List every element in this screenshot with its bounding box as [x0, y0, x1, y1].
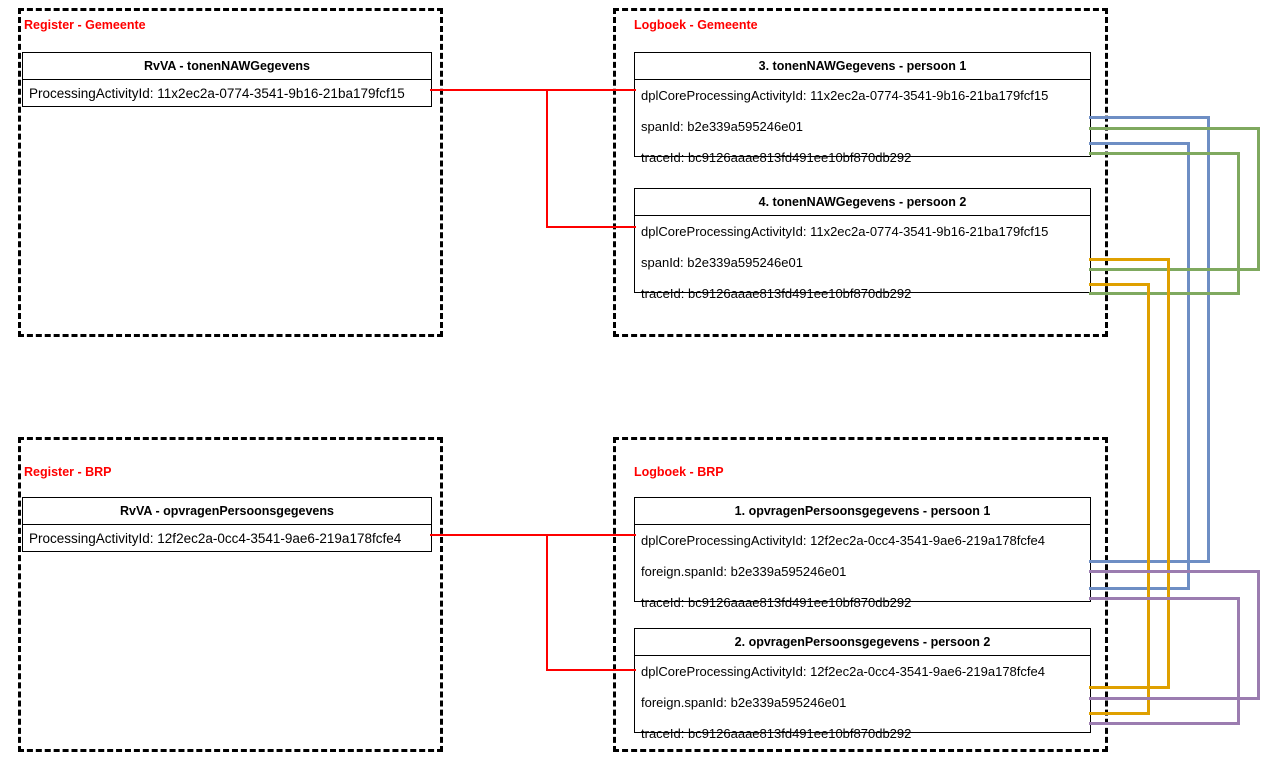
card-body: dplCoreProcessingActivityId: 12f2ec2a-0c… [635, 656, 1090, 749]
card-log-brp-persoon-2[interactable]: 2. opvragenPersoonsgegevens - persoon 2 … [634, 628, 1091, 741]
connector-red-brp-h1 [430, 534, 548, 536]
card-row-foreign-span-id: foreign.spanId: b2e339a595246e01 [641, 564, 847, 579]
connector-green-inner-top [1089, 152, 1240, 155]
zone-label-logboek-brp: Logboek - BRP [634, 465, 724, 479]
card-body: ProcessingActivityId: 12f2ec2a-0cc4-3541… [23, 525, 431, 553]
zone-label-register-brp: Register - BRP [24, 465, 112, 479]
connector-blue-outer-vertical [1207, 116, 1210, 562]
card-row-processing-activity-id: dplCoreProcessingActivityId: 12f2ec2a-0c… [641, 664, 1045, 679]
connector-green-inner-vertical [1237, 152, 1240, 294]
card-title: RvVA - opvragenPersoonsgegevens [23, 498, 431, 525]
card-title: 1. opvragenPersoonsgegevens - persoon 1 [635, 498, 1090, 525]
connector-red-gemeente-h2 [546, 89, 636, 91]
card-row-foreign-span-id: foreign.spanId: b2e339a595246e01 [641, 695, 847, 710]
card-title: RvVA - tonenNAWGegevens [23, 53, 431, 80]
connector-red-gemeente-h1 [430, 89, 548, 91]
card-rvva-gemeente[interactable]: RvVA - tonenNAWGegevens ProcessingActivi… [22, 52, 432, 107]
card-row-processing-activity-id: dplCoreProcessingActivityId: 11x2ec2a-07… [641, 224, 1049, 239]
zone-label-logboek-gemeente: Logboek - Gemeente [634, 18, 758, 32]
card-row-processing-activity-id: dplCoreProcessingActivityId: 11x2ec2a-07… [641, 88, 1049, 103]
connector-orange-inner-vertical [1147, 283, 1150, 714]
connector-orange-outer-vertical [1167, 258, 1170, 688]
card-rvva-brp[interactable]: RvVA - opvragenPersoonsgegevens Processi… [22, 497, 432, 552]
zone-register-gemeente [18, 8, 443, 337]
connector-red-brp-v [546, 534, 548, 670]
card-row-trace-id: traceId: bc9126aaae813fd491ee10bf870db29… [641, 150, 912, 165]
connector-red-brp-h3 [546, 669, 636, 671]
card-row-span-id: spanId: b2e339a595246e01 [641, 119, 803, 134]
connector-blue-inner-vertical [1187, 142, 1190, 589]
connector-orange-inner-bottom [1089, 712, 1150, 715]
card-row-trace-id: traceId: bc9126aaae813fd491ee10bf870db29… [641, 595, 912, 610]
card-row-trace-id: traceId: bc9126aaae813fd491ee10bf870db29… [641, 726, 912, 741]
card-title: 3. tonenNAWGegevens - persoon 1 [635, 53, 1090, 80]
card-log-brp-persoon-1[interactable]: 1. opvragenPersoonsgegevens - persoon 1 … [634, 497, 1091, 610]
card-title: 2. opvragenPersoonsgegevens - persoon 2 [635, 629, 1090, 656]
card-row-trace-id: traceId: bc9126aaae813fd491ee10bf870db29… [641, 286, 912, 301]
connector-orange-outer-top [1089, 258, 1170, 261]
card-body: dplCoreProcessingActivityId: 11x2ec2a-07… [635, 216, 1090, 309]
connector-blue-outer-top [1089, 116, 1210, 119]
connector-red-gemeente-h3 [546, 226, 636, 228]
connector-green-inner-bottom [1089, 292, 1240, 295]
card-body: dplCoreProcessingActivityId: 12f2ec2a-0c… [635, 525, 1090, 618]
card-row-span-id: spanId: b2e339a595246e01 [641, 255, 803, 270]
connector-purple-outer-vertical [1257, 570, 1260, 699]
card-body: dplCoreProcessingActivityId: 11x2ec2a-07… [635, 80, 1090, 173]
zone-logboek-brp [613, 437, 1108, 752]
card-title: 4. tonenNAWGegevens - persoon 2 [635, 189, 1090, 216]
card-row-processing-activity-id: dplCoreProcessingActivityId: 12f2ec2a-0c… [641, 533, 1045, 548]
connector-green-outer-top [1089, 127, 1260, 130]
connector-orange-inner-top [1089, 283, 1150, 286]
connector-red-gemeente-v [546, 89, 548, 227]
card-log-gemeente-persoon-2[interactable]: 4. tonenNAWGegevens - persoon 2 dplCoreP… [634, 188, 1091, 301]
card-body: ProcessingActivityId: 11x2ec2a-0774-3541… [23, 80, 431, 108]
card-log-gemeente-persoon-1[interactable]: 3. tonenNAWGegevens - persoon 1 dplCoreP… [634, 52, 1091, 165]
connector-purple-inner-top [1089, 597, 1240, 600]
zone-logboek-gemeente [613, 8, 1108, 337]
connector-green-outer-bottom [1089, 268, 1260, 271]
card-row: ProcessingActivityId: 12f2ec2a-0cc4-3541… [29, 531, 402, 546]
zone-label-register-gemeente: Register - Gemeente [24, 18, 146, 32]
connector-purple-inner-bottom [1089, 722, 1240, 725]
connector-purple-outer-bottom [1089, 697, 1260, 700]
connector-red-brp-h2 [546, 534, 636, 536]
connector-green-outer-vertical [1257, 127, 1260, 270]
zone-register-brp [18, 437, 443, 752]
connector-purple-inner-vertical [1237, 597, 1240, 724]
card-row: ProcessingActivityId: 11x2ec2a-0774-3541… [29, 86, 405, 101]
connector-blue-inner-bottom [1089, 587, 1190, 590]
connector-blue-inner-top [1089, 142, 1190, 145]
connector-orange-outer-bottom [1089, 686, 1170, 689]
connector-purple-outer-top [1089, 570, 1260, 573]
